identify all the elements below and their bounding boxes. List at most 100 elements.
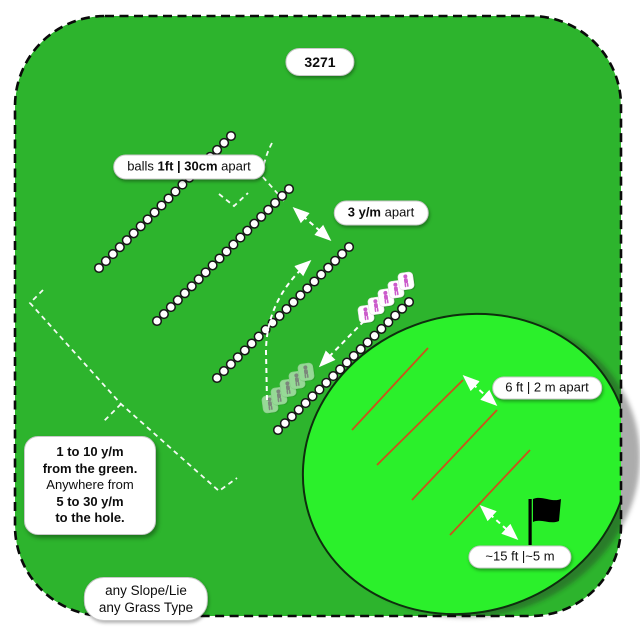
golf-ball bbox=[170, 186, 181, 197]
golf-ball bbox=[225, 130, 237, 142]
label-line: from the green. bbox=[42, 460, 138, 476]
label-line: Anywhere from bbox=[46, 477, 134, 492]
golf-ball bbox=[235, 232, 246, 243]
label-line: to the hole. bbox=[55, 510, 125, 525]
label-part: apart bbox=[217, 158, 251, 174]
golf-ball bbox=[272, 424, 284, 436]
golf-ball bbox=[135, 221, 146, 232]
golf-ball bbox=[232, 352, 243, 363]
golf-ball bbox=[274, 310, 285, 321]
player-marker bbox=[297, 362, 316, 382]
person-icon bbox=[363, 307, 369, 321]
label-part: apart bbox=[381, 204, 415, 220]
golf-ball bbox=[253, 331, 264, 342]
golf-ball bbox=[295, 290, 306, 301]
person-icon bbox=[403, 274, 409, 288]
label-part: balls bbox=[127, 158, 158, 174]
golf-ball bbox=[218, 366, 229, 377]
label-line: any Slope/Lie bbox=[105, 583, 187, 598]
golf-ball bbox=[263, 204, 274, 215]
golf-ball bbox=[225, 359, 236, 370]
player-marker-group bbox=[261, 362, 316, 414]
golf-ball bbox=[256, 211, 267, 222]
golf-ball bbox=[128, 228, 139, 239]
drill-number-badge: 3271 bbox=[285, 47, 355, 77]
golf-ball bbox=[242, 225, 253, 236]
golf-ball bbox=[163, 193, 174, 204]
golf-ball bbox=[214, 253, 225, 264]
golf-ball bbox=[193, 274, 204, 285]
label-part: 3 y/m bbox=[347, 204, 381, 220]
golf-ball bbox=[158, 309, 169, 320]
label-line: 5 to 30 y/m bbox=[56, 493, 124, 509]
golf-ball bbox=[321, 377, 332, 388]
golf-ball bbox=[172, 295, 183, 306]
ball-row bbox=[211, 241, 355, 384]
player-marker-group bbox=[357, 271, 416, 324]
green-line-gap-arrow bbox=[462, 375, 498, 406]
golf-ball bbox=[335, 364, 346, 375]
golf-ball bbox=[107, 249, 118, 260]
golf-ball bbox=[156, 200, 167, 211]
row-spacing-label: 3 y/m apart bbox=[333, 200, 429, 226]
golf-ball bbox=[376, 323, 387, 334]
field-dashed-border bbox=[13, 14, 623, 618]
person-icon bbox=[267, 397, 273, 411]
golf-ball bbox=[149, 207, 160, 218]
golf-ball bbox=[246, 338, 257, 349]
flag-distance-arrow bbox=[479, 504, 519, 541]
guide-line bbox=[103, 403, 122, 422]
golf-ball bbox=[314, 384, 325, 395]
golf-ball bbox=[286, 411, 297, 422]
person-icon bbox=[373, 299, 379, 313]
label-line: 1 to 10 y/m bbox=[56, 444, 124, 459]
golf-ball bbox=[177, 179, 188, 190]
target-line bbox=[411, 409, 498, 501]
golf-ball bbox=[362, 337, 373, 348]
label-part: 1ft | 30cm bbox=[157, 158, 218, 174]
golf-ball bbox=[343, 241, 355, 253]
golf-ball bbox=[355, 344, 366, 355]
golf-ball bbox=[323, 262, 334, 273]
guide-line bbox=[261, 142, 287, 204]
golf-ball bbox=[302, 283, 313, 294]
person-icon bbox=[276, 389, 282, 403]
guide-line bbox=[218, 192, 249, 208]
golf-ball bbox=[316, 269, 327, 280]
golf-ball bbox=[341, 357, 352, 368]
person-icon bbox=[393, 282, 399, 296]
golf-ball bbox=[403, 296, 415, 308]
golf-ball bbox=[151, 315, 163, 327]
target-line bbox=[449, 449, 531, 536]
golf-ball bbox=[281, 304, 292, 315]
golf-ball bbox=[114, 242, 125, 253]
golf-ball bbox=[267, 317, 278, 328]
person-icon bbox=[383, 290, 389, 304]
golf-ball bbox=[328, 371, 339, 382]
golf-ball bbox=[283, 183, 295, 195]
target-line bbox=[351, 347, 429, 431]
ball-row bbox=[272, 296, 415, 436]
golf-ball bbox=[279, 418, 290, 429]
golf-ball bbox=[207, 260, 218, 271]
person-icon bbox=[303, 365, 309, 379]
target-line bbox=[376, 379, 464, 466]
golf-ball bbox=[383, 317, 394, 328]
golf-ball bbox=[337, 248, 348, 259]
conditions-label: any Slope/Lie any Grass Type bbox=[83, 577, 209, 621]
golf-ball bbox=[165, 302, 176, 313]
golf-ball bbox=[200, 267, 211, 278]
golf-ball bbox=[397, 303, 408, 314]
golf-ball bbox=[249, 218, 260, 229]
golf-ball bbox=[142, 214, 153, 225]
golf-ball bbox=[211, 372, 223, 384]
golf-ball bbox=[390, 310, 401, 321]
person-icon bbox=[285, 381, 291, 395]
golf-ball bbox=[221, 246, 232, 257]
flag-distance-label: ~15 ft |~5 m bbox=[468, 545, 572, 569]
label-line: any Grass Type bbox=[98, 600, 194, 615]
golf-ball bbox=[293, 404, 304, 415]
